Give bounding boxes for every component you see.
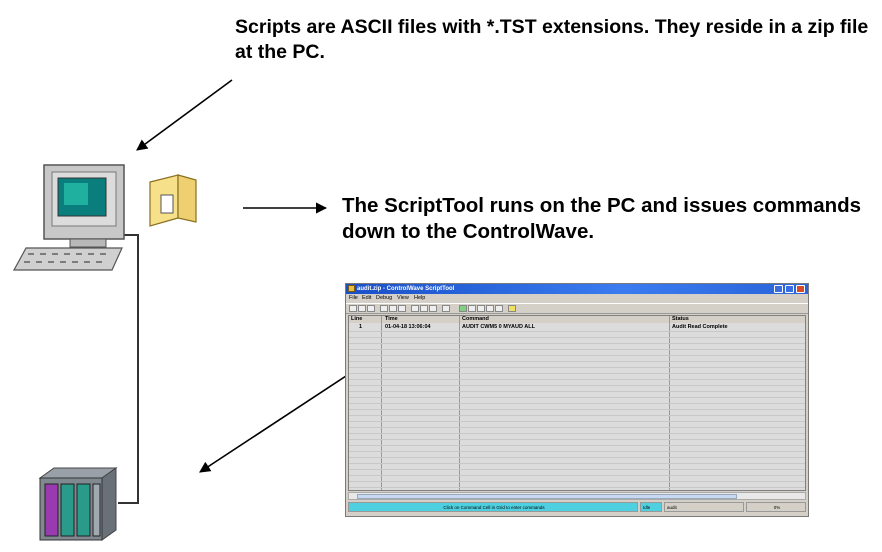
col-header-time: Time xyxy=(385,316,398,323)
insert-icon[interactable] xyxy=(411,305,419,312)
col-header-command: Command xyxy=(462,316,489,323)
new-icon[interactable] xyxy=(349,305,357,312)
arrow-to-controlwave xyxy=(199,375,347,473)
grid-row-line xyxy=(349,487,805,488)
menu-file[interactable]: File xyxy=(349,295,358,301)
paste-icon[interactable] xyxy=(398,305,406,312)
step-icon[interactable] xyxy=(477,305,485,312)
grid-row-line xyxy=(349,331,805,332)
grid-icon[interactable] xyxy=(442,305,450,312)
grid-row-line xyxy=(349,457,805,458)
debug-icon[interactable] xyxy=(486,305,494,312)
status-file: audit xyxy=(664,502,744,512)
scripttool-caption: The ScriptTool runs on the PC and issues… xyxy=(342,194,862,243)
grid-row-line xyxy=(349,367,805,368)
col-header-line: Line xyxy=(351,316,363,323)
grid-row-line xyxy=(349,421,805,422)
grid-row-line xyxy=(349,427,805,428)
cut-icon[interactable] xyxy=(380,305,388,312)
col-header-status: Status xyxy=(672,316,689,323)
help-icon[interactable] xyxy=(508,305,516,312)
open-icon[interactable] xyxy=(358,305,366,312)
grid-row-line xyxy=(349,409,805,410)
grid-row-line xyxy=(349,415,805,416)
copy-icon[interactable] xyxy=(389,305,397,312)
menu-edit[interactable]: Edit xyxy=(362,295,372,301)
save-icon[interactable] xyxy=(367,305,375,312)
grid-row-line xyxy=(349,451,805,452)
row-command[interactable]: AUDIT CWM5 0 MYAUD ALL xyxy=(462,324,535,330)
toolbar xyxy=(346,303,808,314)
controlwave-rack-icon xyxy=(38,467,118,541)
scripttool-window: audit.zip - ControlWave ScriptTool File … xyxy=(345,283,809,517)
minimize-button[interactable] xyxy=(774,285,783,293)
grid-row-line xyxy=(349,397,805,398)
status-state: Idle xyxy=(640,502,662,512)
run-icon[interactable] xyxy=(459,305,467,312)
grid-row-line xyxy=(349,343,805,344)
grid-row-line xyxy=(349,361,805,362)
grid-row-line xyxy=(349,373,805,374)
title-bar: audit.zip - ControlWave ScriptTool xyxy=(346,284,808,294)
close-button[interactable] xyxy=(796,285,805,293)
status-count: 0% xyxy=(746,502,806,512)
scripts-caption: Scripts are ASCII files with *.TST exten… xyxy=(235,16,869,63)
maximize-button[interactable] xyxy=(785,285,794,293)
grid-row-line xyxy=(349,403,805,404)
row-time[interactable]: 01-04-18 13:06:04 xyxy=(385,324,431,330)
cable xyxy=(118,234,139,504)
status-bar: Click on Command Cell in Grid to enter c… xyxy=(348,502,806,512)
menu-view[interactable]: View xyxy=(397,295,409,301)
grid-row-line xyxy=(349,475,805,476)
grid-row-line xyxy=(349,481,805,482)
menu-help[interactable]: Help xyxy=(414,295,426,301)
status-message: Click on Command Cell in Grid to enter c… xyxy=(348,502,638,512)
scrollbar-thumb[interactable] xyxy=(357,494,737,499)
grid-row-line xyxy=(349,355,805,356)
grid-row-line xyxy=(349,391,805,392)
grid-row-line xyxy=(349,337,805,338)
grid-row-line xyxy=(349,445,805,446)
menu-bar: File Edit Debug View Help xyxy=(346,294,808,303)
arrow-to-computer xyxy=(136,79,233,151)
find-icon[interactable] xyxy=(429,305,437,312)
row-status[interactable]: Audit Read Complete xyxy=(672,324,728,330)
delete-icon[interactable] xyxy=(420,305,428,312)
grid-row-line xyxy=(349,439,805,440)
menu-debug[interactable]: Debug xyxy=(376,295,393,301)
settings-icon[interactable] xyxy=(495,305,503,312)
grid-row-line xyxy=(349,463,805,464)
row-line[interactable]: 1 xyxy=(359,324,363,330)
stop-icon[interactable] xyxy=(468,305,476,312)
folder-icon xyxy=(149,174,197,227)
horizontal-scrollbar[interactable] xyxy=(348,492,806,500)
command-grid[interactable]: Line Time Command Status 1 01-04-18 13:0… xyxy=(348,315,806,491)
app-icon xyxy=(348,285,355,292)
computer-icon xyxy=(12,164,125,271)
grid-row-line xyxy=(349,469,805,470)
window-title: audit.zip - ControlWave ScriptTool xyxy=(357,286,455,292)
grid-row-line xyxy=(349,433,805,434)
grid-row-line xyxy=(349,349,805,350)
grid-row-line xyxy=(349,385,805,386)
grid-row-line xyxy=(349,379,805,380)
